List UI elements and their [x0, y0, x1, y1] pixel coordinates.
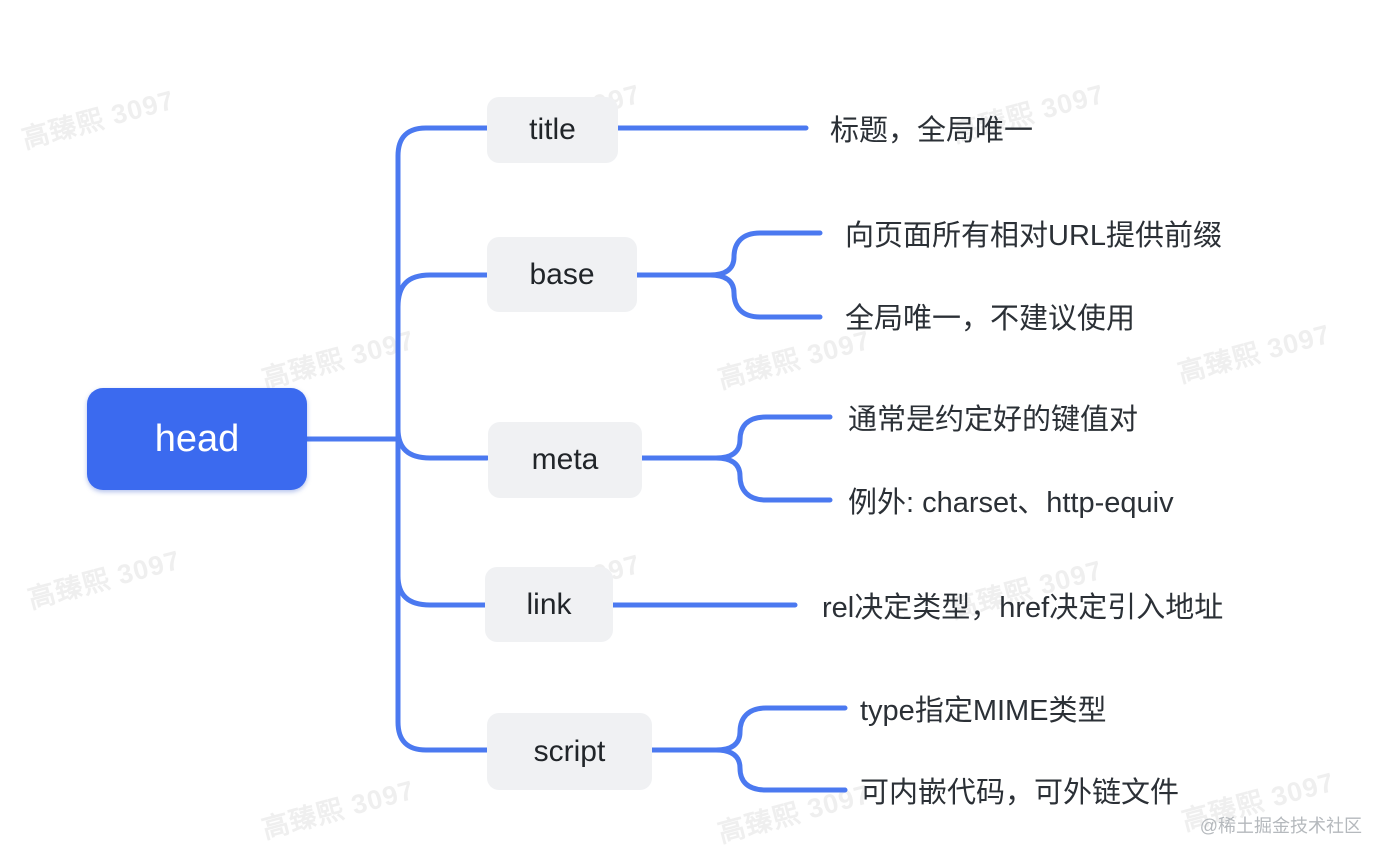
node-title: title [487, 97, 618, 163]
credit-text: @稀土掘金技术社区 [1199, 816, 1362, 836]
connector-script-leaf-2 [649, 747, 848, 793]
leaf-meta-1: 通常是约定好的键值对 [848, 404, 1139, 436]
node-script: script [487, 713, 652, 790]
connector-script-leaf-1 [649, 705, 848, 753]
connector-branch-link [395, 573, 488, 608]
connector-branch-meta [395, 426, 490, 461]
node-head: head [87, 388, 307, 490]
node-link: link [485, 567, 613, 642]
leaf-script-1: type指定MIME类型 [860, 695, 1107, 727]
connector-meta-leaf-2 [639, 455, 833, 503]
connector-base-leaf-1 [634, 230, 823, 278]
leaf-meta-2: 例外: charset、http-equiv [848, 487, 1174, 519]
connector-spine [395, 125, 490, 753]
leaf-title-1: 标题，全局唯一 [830, 115, 1034, 147]
leaf-base-2: 全局唯一，不建议使用 [845, 303, 1136, 335]
leaf-base-1: 向页面所有相对URL提供前缀 [845, 220, 1223, 252]
leaf-script-2: 可内嵌代码，可外链文件 [860, 777, 1180, 809]
connector-meta-leaf-1 [639, 414, 833, 461]
connector-base-leaf-2 [634, 272, 823, 320]
node-base: base [487, 237, 637, 312]
leaf-link-1: rel决定类型，href决定引入地址 [822, 592, 1224, 624]
node-meta: meta [488, 422, 642, 498]
connector-branch-base [395, 272, 493, 310]
